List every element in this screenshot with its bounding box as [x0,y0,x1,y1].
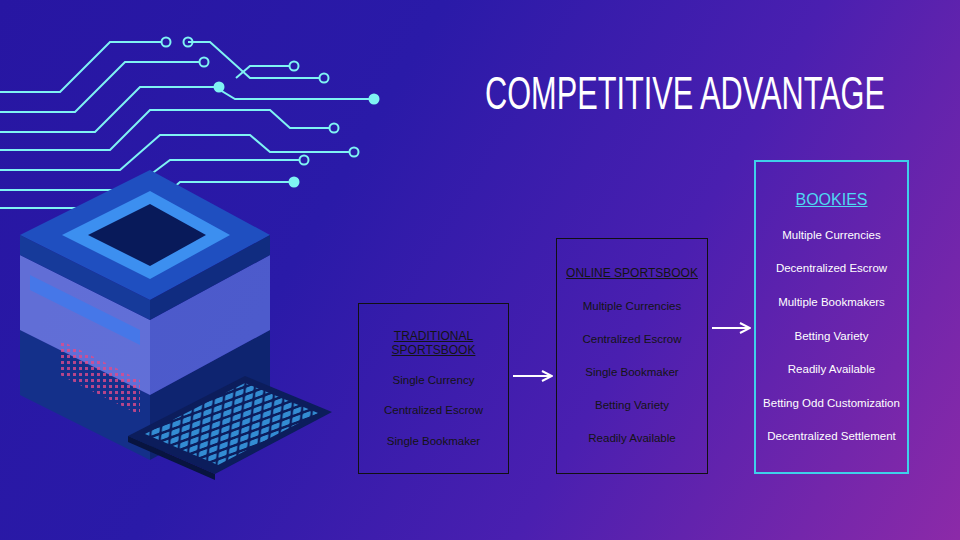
sportsbook-box: ONLINE SPORTSBOOK Multiple CurrenciesCent… [556,238,708,474]
flow-arrow [712,327,750,329]
feature-item: Multiple Bookmakers [778,296,885,310]
circuit-trace [0,135,350,170]
feature-item: Readily Available [588,432,675,446]
feature-item: Multiple Currencies [782,229,880,243]
box-heading: BOOKIES [762,190,901,209]
cube-top-well [88,204,206,266]
box-heading: ONLINE SPORTSBOOK [563,266,701,280]
circuit-dot [215,83,224,92]
feature-item: Betting Variety [595,399,669,413]
feature-item: Centralized Escrow [384,404,483,418]
sportsbook-box: TRADITIONAL SPORTSBOOK Single CurrencyCen… [358,303,509,474]
circuit-dot [290,62,299,71]
circuit-dot [184,38,193,47]
circuit-dot [290,178,299,187]
circuit-trace [0,42,162,92]
cube-top-rim [62,191,230,279]
circuit-trace [188,42,320,78]
feature-item: Single Currency [393,374,475,388]
feature-item: Betting Odd Customization [763,397,900,411]
flow-arrow [513,375,552,377]
slide-title: COMPETITIVE ADVANTAGE [485,66,885,121]
circuit-nodes [162,38,379,187]
feature-item: Decentralized Settlement [767,430,895,444]
circuit-dot [370,95,379,104]
circuit-dot [350,148,359,157]
feature-item: Centralized Escrow [582,333,681,347]
keyboard [128,376,332,480]
cube-top [20,170,270,300]
feature-item: Decentralized Escrow [776,262,887,276]
circuit-dot [330,124,339,133]
circuit-dot [300,156,309,165]
circuit-trace [236,66,290,78]
feature-item: Single Bookmaker [585,366,678,380]
keyboard-body [128,376,332,474]
feature-item: Single Bookmaker [387,435,480,449]
feature-item: Betting Variety [795,330,869,344]
keyboard-keys [145,383,318,465]
circuit-dot [320,74,329,83]
circuit-lines [0,42,370,208]
circuit-trace [0,110,330,150]
circuit-dot [200,58,209,67]
feature-item: Multiple Currencies [583,300,681,314]
bookies-box: BOOKIES Multiple CurrenciesDecentralized … [754,160,909,474]
cube-lights [60,340,140,415]
box-heading: TRADITIONAL SPORTSBOOK [365,329,502,358]
circuit-dot [162,38,171,47]
feature-item: Readily Available [788,363,875,377]
